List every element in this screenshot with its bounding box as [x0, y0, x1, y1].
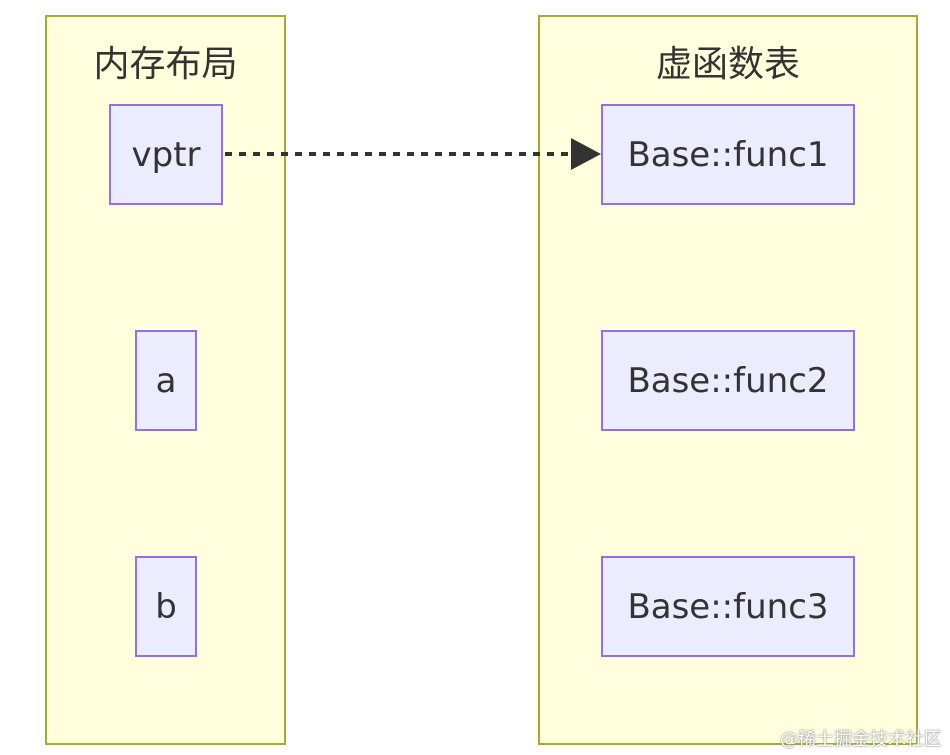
node-a: a — [135, 330, 197, 431]
node-base-func2: Base::func2 — [601, 330, 855, 431]
edge-vptr-to-func1 — [225, 138, 601, 170]
vtable-title: 虚函数表 — [655, 44, 800, 85]
edge-vptr-to-func1-arrowhead — [571, 138, 601, 170]
memory-layout-title: 内存布局 — [93, 44, 238, 85]
node-base-func1: Base::func1 — [601, 104, 855, 205]
node-b: b — [135, 556, 197, 657]
watermark: @稀土掘金技术社区 — [780, 729, 942, 750]
node-vptr: vptr — [109, 104, 223, 205]
node-base-func3: Base::func3 — [601, 556, 855, 657]
